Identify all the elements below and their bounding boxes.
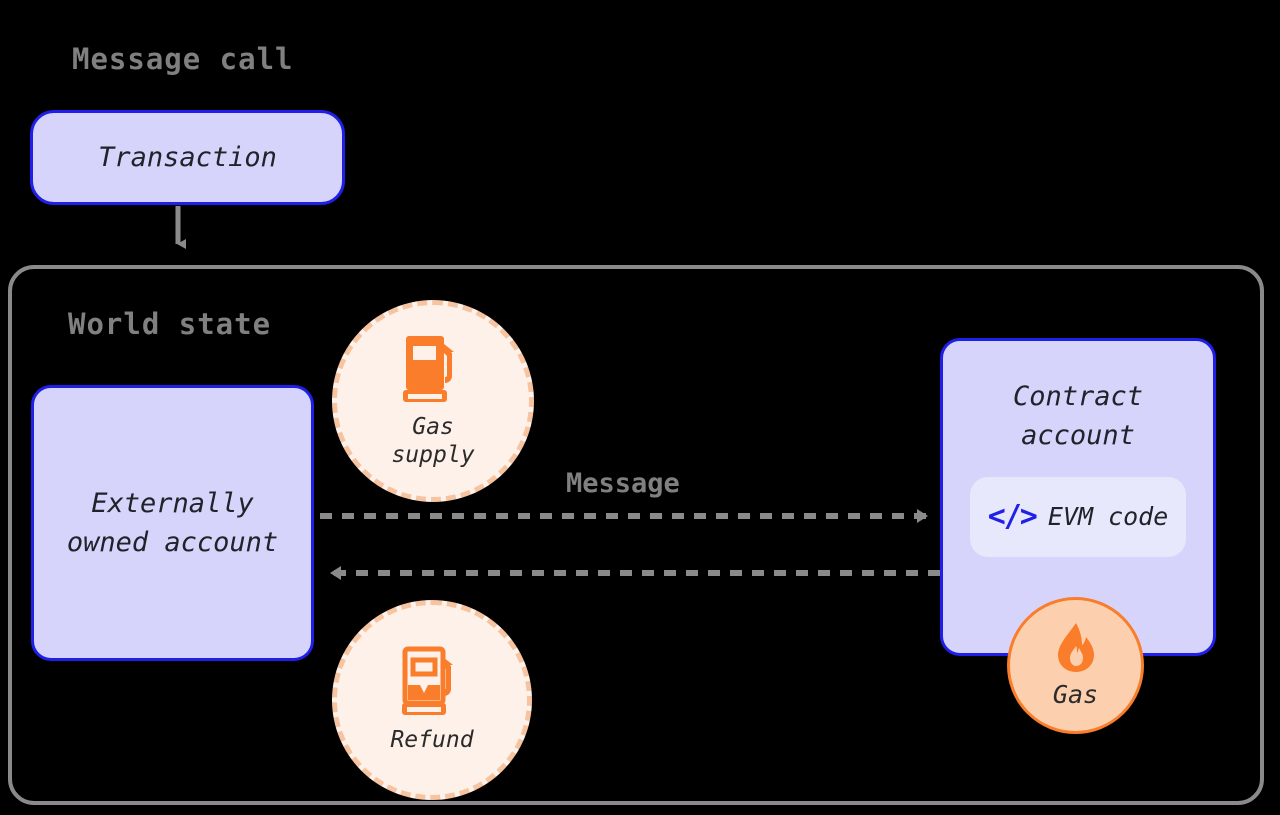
flame-icon (1053, 622, 1099, 678)
node-externally-owned-account-label: Externally owned account (66, 487, 279, 558)
node-gas-supply-label: Gas supply (391, 414, 475, 468)
node-gas-supply[interactable]: Gas supply (332, 300, 534, 502)
edge-message-label: Message (566, 468, 680, 499)
evm-code-label: EVM code (1047, 502, 1169, 532)
message-call-heading: Message call (72, 42, 294, 76)
gas-pump-half-icon (401, 645, 463, 721)
node-gas-label: Gas (1052, 679, 1099, 709)
node-gas[interactable]: Gas (1007, 597, 1144, 734)
node-refund-label: Refund (390, 727, 474, 754)
node-contract-account-label: Contract account (1012, 381, 1144, 452)
node-transaction[interactable]: Transaction (30, 110, 345, 205)
node-refund[interactable]: Refund (332, 600, 532, 800)
world-state-heading: World state (68, 307, 272, 341)
gas-pump-icon (402, 332, 464, 408)
evm-code-pill[interactable]: </> EVM code (970, 477, 1186, 558)
world-state-container (8, 265, 1264, 805)
node-externally-owned-account[interactable]: Externally owned account (31, 385, 314, 661)
code-icon: </> (987, 499, 1038, 535)
node-transaction-label: Transaction (98, 141, 277, 173)
